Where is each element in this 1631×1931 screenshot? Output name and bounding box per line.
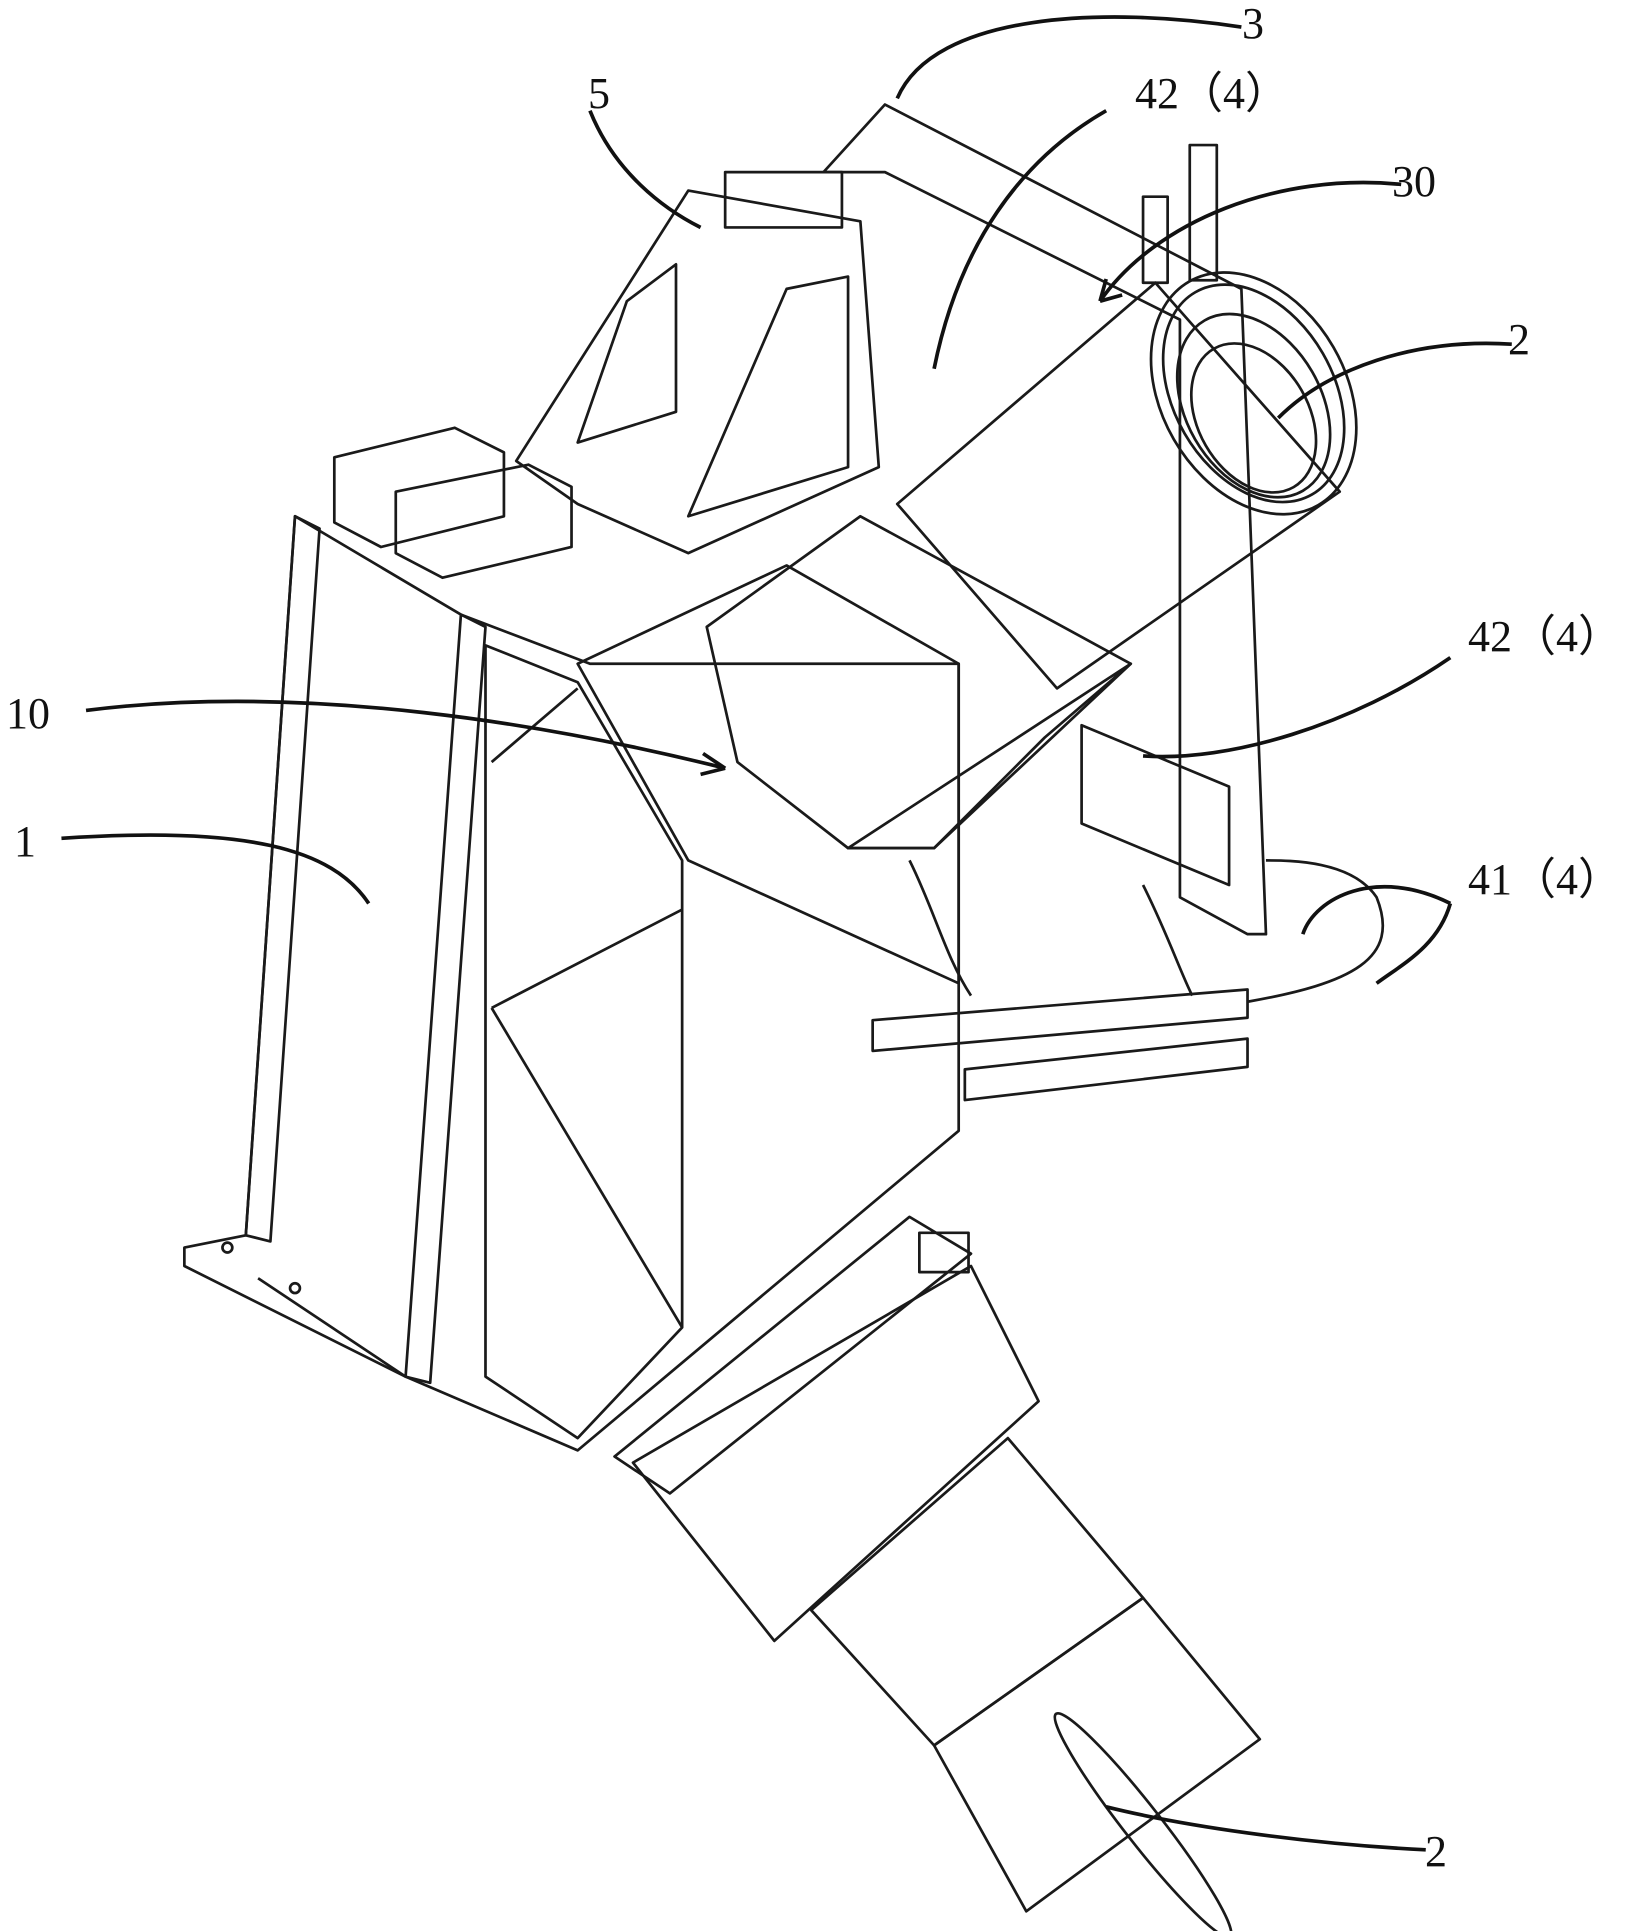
label-lens-top-2: 2 bbox=[1508, 318, 1530, 362]
label-housing-10: 10 bbox=[6, 692, 50, 736]
label-rail-42-mid: 42（4） bbox=[1468, 615, 1622, 659]
support-base-1 bbox=[184, 516, 958, 1450]
label-bracket-5: 5 bbox=[588, 72, 610, 116]
label-support-base-1: 1 bbox=[14, 820, 36, 864]
motor-boxes bbox=[334, 428, 571, 578]
label-lens-bottom-2: 2 bbox=[1425, 1830, 1447, 1874]
lens-bottom-2 bbox=[615, 1217, 1260, 1931]
label-rail-42-top: 42（4） bbox=[1135, 72, 1289, 116]
label-plate-30: 30 bbox=[1392, 160, 1436, 204]
label-back-plate-3: 3 bbox=[1242, 2, 1264, 46]
label-rail-41: 41（4） bbox=[1468, 858, 1622, 902]
back-plate-3 bbox=[823, 105, 1265, 935]
